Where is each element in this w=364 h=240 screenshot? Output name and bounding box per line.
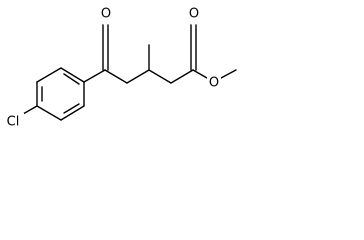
ester-ether-oxygen-label: O — [209, 76, 219, 91]
chlorine-label: Cl — [7, 115, 20, 130]
chain-bond-1 — [104, 69, 128, 84]
ketone-double-bond — [102, 24, 109, 71]
o-methyl-bond — [220, 69, 237, 79]
structure-diagram: Cl O O O — [2, 5, 237, 130]
chain-bond-2 — [126, 69, 150, 84]
ring-bond-6 — [36, 105, 62, 121]
ring-bond-5 — [60, 105, 85, 121]
chain-bond-3 — [148, 69, 172, 84]
c-cl-bond — [22, 105, 38, 115]
atom-ketone-oxygen: O — [99, 5, 113, 23]
ester-carbonyl-oxygen-label: O — [189, 7, 199, 22]
ring-double-bond-inner-3 — [63, 103, 80, 114]
ester-double-bond — [190, 24, 197, 71]
chain-bond-4 — [170, 69, 194, 84]
ester-c-o-bond — [192, 69, 208, 79]
ring-bond-3 — [60, 67, 85, 83]
benzene-ring — [36, 67, 85, 121]
ketone-oxygen-label: O — [101, 7, 111, 22]
atom-chlorine: Cl — [2, 113, 24, 130]
aryl-carbonyl-bond — [83, 69, 106, 83]
ring-bond-2 — [36, 67, 62, 83]
atom-ester-carbonyl-oxygen: O — [187, 5, 201, 23]
atom-ester-ether-oxygen: O — [207, 74, 221, 92]
ring-double-bond-inner-2 — [63, 73, 80, 85]
